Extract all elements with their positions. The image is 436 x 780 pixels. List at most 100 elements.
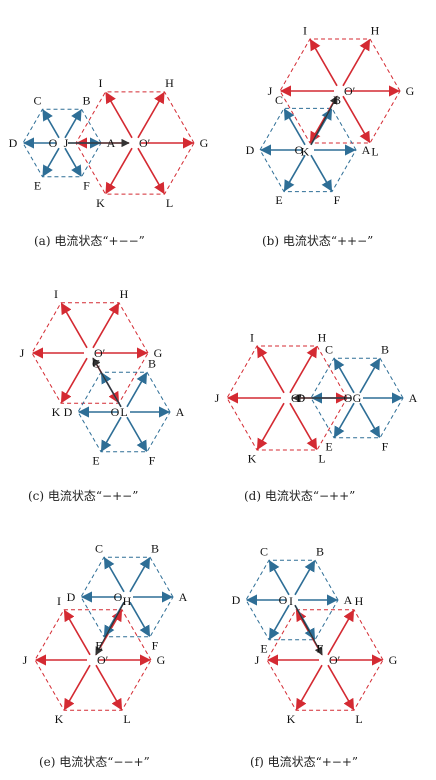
vertex-label-H: H <box>318 330 327 344</box>
blue-vector-arrow <box>129 601 151 637</box>
vertex-label-J: J <box>255 653 260 667</box>
vertex-label-L: L <box>123 712 130 726</box>
vertex-label-B: B <box>82 94 90 108</box>
centre-label-o-prime: O′ <box>94 346 106 360</box>
vertex-label-B: B <box>148 357 156 371</box>
vertex-label-G: G <box>353 391 362 405</box>
vertex-label-D: D <box>67 590 76 604</box>
vertex-label-E: E <box>325 440 332 454</box>
centre-label-o: O <box>111 405 120 419</box>
blue-vector-arrow <box>268 604 290 640</box>
red-vector-arrow <box>105 91 133 139</box>
centre-link-arrow <box>95 601 125 656</box>
vertex-label-C: C <box>33 94 41 108</box>
vertex-label-K: K <box>248 452 257 466</box>
centre-label-o: O <box>344 391 353 405</box>
vertex-label-H: H <box>123 594 132 608</box>
vertex-label-I: I <box>289 594 293 608</box>
vertex-label-C: C <box>275 93 283 107</box>
red-vector-arrow <box>95 664 123 711</box>
vertex-label-F: F <box>149 454 156 468</box>
vertex-label-I: I <box>54 287 58 301</box>
vertex-label-L: L <box>371 145 378 159</box>
vertex-label-G: G <box>200 136 209 150</box>
panel-caption: (d) 电流状态“−++” <box>244 489 355 503</box>
centre-label-o: O <box>279 593 288 607</box>
red-vector-arrow <box>105 147 133 195</box>
centre-link-arrow <box>294 604 323 656</box>
red-vector-arrow <box>137 91 165 139</box>
red-vector-arrow <box>137 147 165 195</box>
vertex-label-B: B <box>381 343 389 357</box>
vertex-label-H: H <box>355 594 364 608</box>
vertex-label-L: L <box>120 405 127 419</box>
red-vector-arrow <box>256 345 285 394</box>
red-vector-arrow <box>342 95 371 144</box>
centre-label-o-prime: O′ <box>139 136 151 150</box>
vertex-label-B: B <box>333 93 341 107</box>
blue-vector-arrow <box>64 147 82 177</box>
panel-caption: (a) 电流状态“+−−” <box>34 234 145 248</box>
vertex-label-J: J <box>64 136 69 150</box>
vertex-label-E: E <box>275 193 282 207</box>
vertex-label-D: D <box>64 405 73 419</box>
vertex-label-D: D <box>9 136 18 150</box>
centre-link-arrow <box>92 357 122 408</box>
red-vector-arrow <box>327 609 355 656</box>
red-vector-arrow <box>63 664 91 711</box>
vertex-label-J: J <box>20 346 25 360</box>
blue-vector-arrow <box>359 402 381 438</box>
blue-vector-arrow <box>310 154 333 192</box>
vertex-label-A: A <box>344 593 353 607</box>
vertex-label-J: J <box>268 84 273 98</box>
blue-vector-arrow <box>294 560 316 596</box>
vertex-label-A: A <box>362 143 371 157</box>
centre-label-o-prime: O′ <box>344 84 356 98</box>
red-vector-arrow <box>63 609 91 656</box>
vertex-label-F: F <box>382 440 389 454</box>
red-vector-arrow <box>327 664 355 711</box>
red-vector-arrow <box>309 38 338 87</box>
vertex-label-H: H <box>120 287 129 301</box>
vertex-label-K: K <box>96 196 105 210</box>
centre-label-o-prime: O′ <box>97 653 109 667</box>
vertex-label-E: E <box>95 639 102 653</box>
vertex-label-K: K <box>55 712 64 726</box>
blue-vector-arrow <box>64 109 82 139</box>
vertex-label-A: A <box>409 391 418 405</box>
vertex-label-G: G <box>157 653 166 667</box>
vertex-label-K: K <box>52 405 61 419</box>
vertex-label-A: A <box>176 405 185 419</box>
vertex-label-G: G <box>154 346 163 360</box>
vertex-label-D: D <box>297 391 306 405</box>
centre-label-o-prime: O′ <box>329 653 341 667</box>
vertex-label-L: L <box>166 196 173 210</box>
vertex-label-I: I <box>250 330 254 344</box>
vertex-label-A: A <box>107 136 116 150</box>
vertex-label-K: K <box>301 145 310 159</box>
vertex-label-K: K <box>287 712 296 726</box>
red-vector-arrow <box>289 345 318 394</box>
blue-vector-arrow <box>333 402 355 438</box>
panel-caption: (f) 电流状态“+−+” <box>250 755 358 769</box>
vertex-label-D: D <box>246 143 255 157</box>
vertex-label-C: C <box>325 343 333 357</box>
vertex-label-F: F <box>83 178 90 192</box>
vertex-label-C: C <box>92 357 100 371</box>
vertex-label-A: A <box>179 590 188 604</box>
vertex-label-G: G <box>389 653 398 667</box>
red-vector-arrow <box>60 302 88 349</box>
vertex-label-F: F <box>152 639 159 653</box>
centre-label-o: O <box>295 143 304 157</box>
blue-vector-arrow <box>42 109 60 139</box>
vertex-label-H: H <box>165 76 174 90</box>
vertex-label-F: F <box>317 642 324 656</box>
vertex-label-L: L <box>318 452 325 466</box>
blue-vector-arrow <box>268 560 290 596</box>
